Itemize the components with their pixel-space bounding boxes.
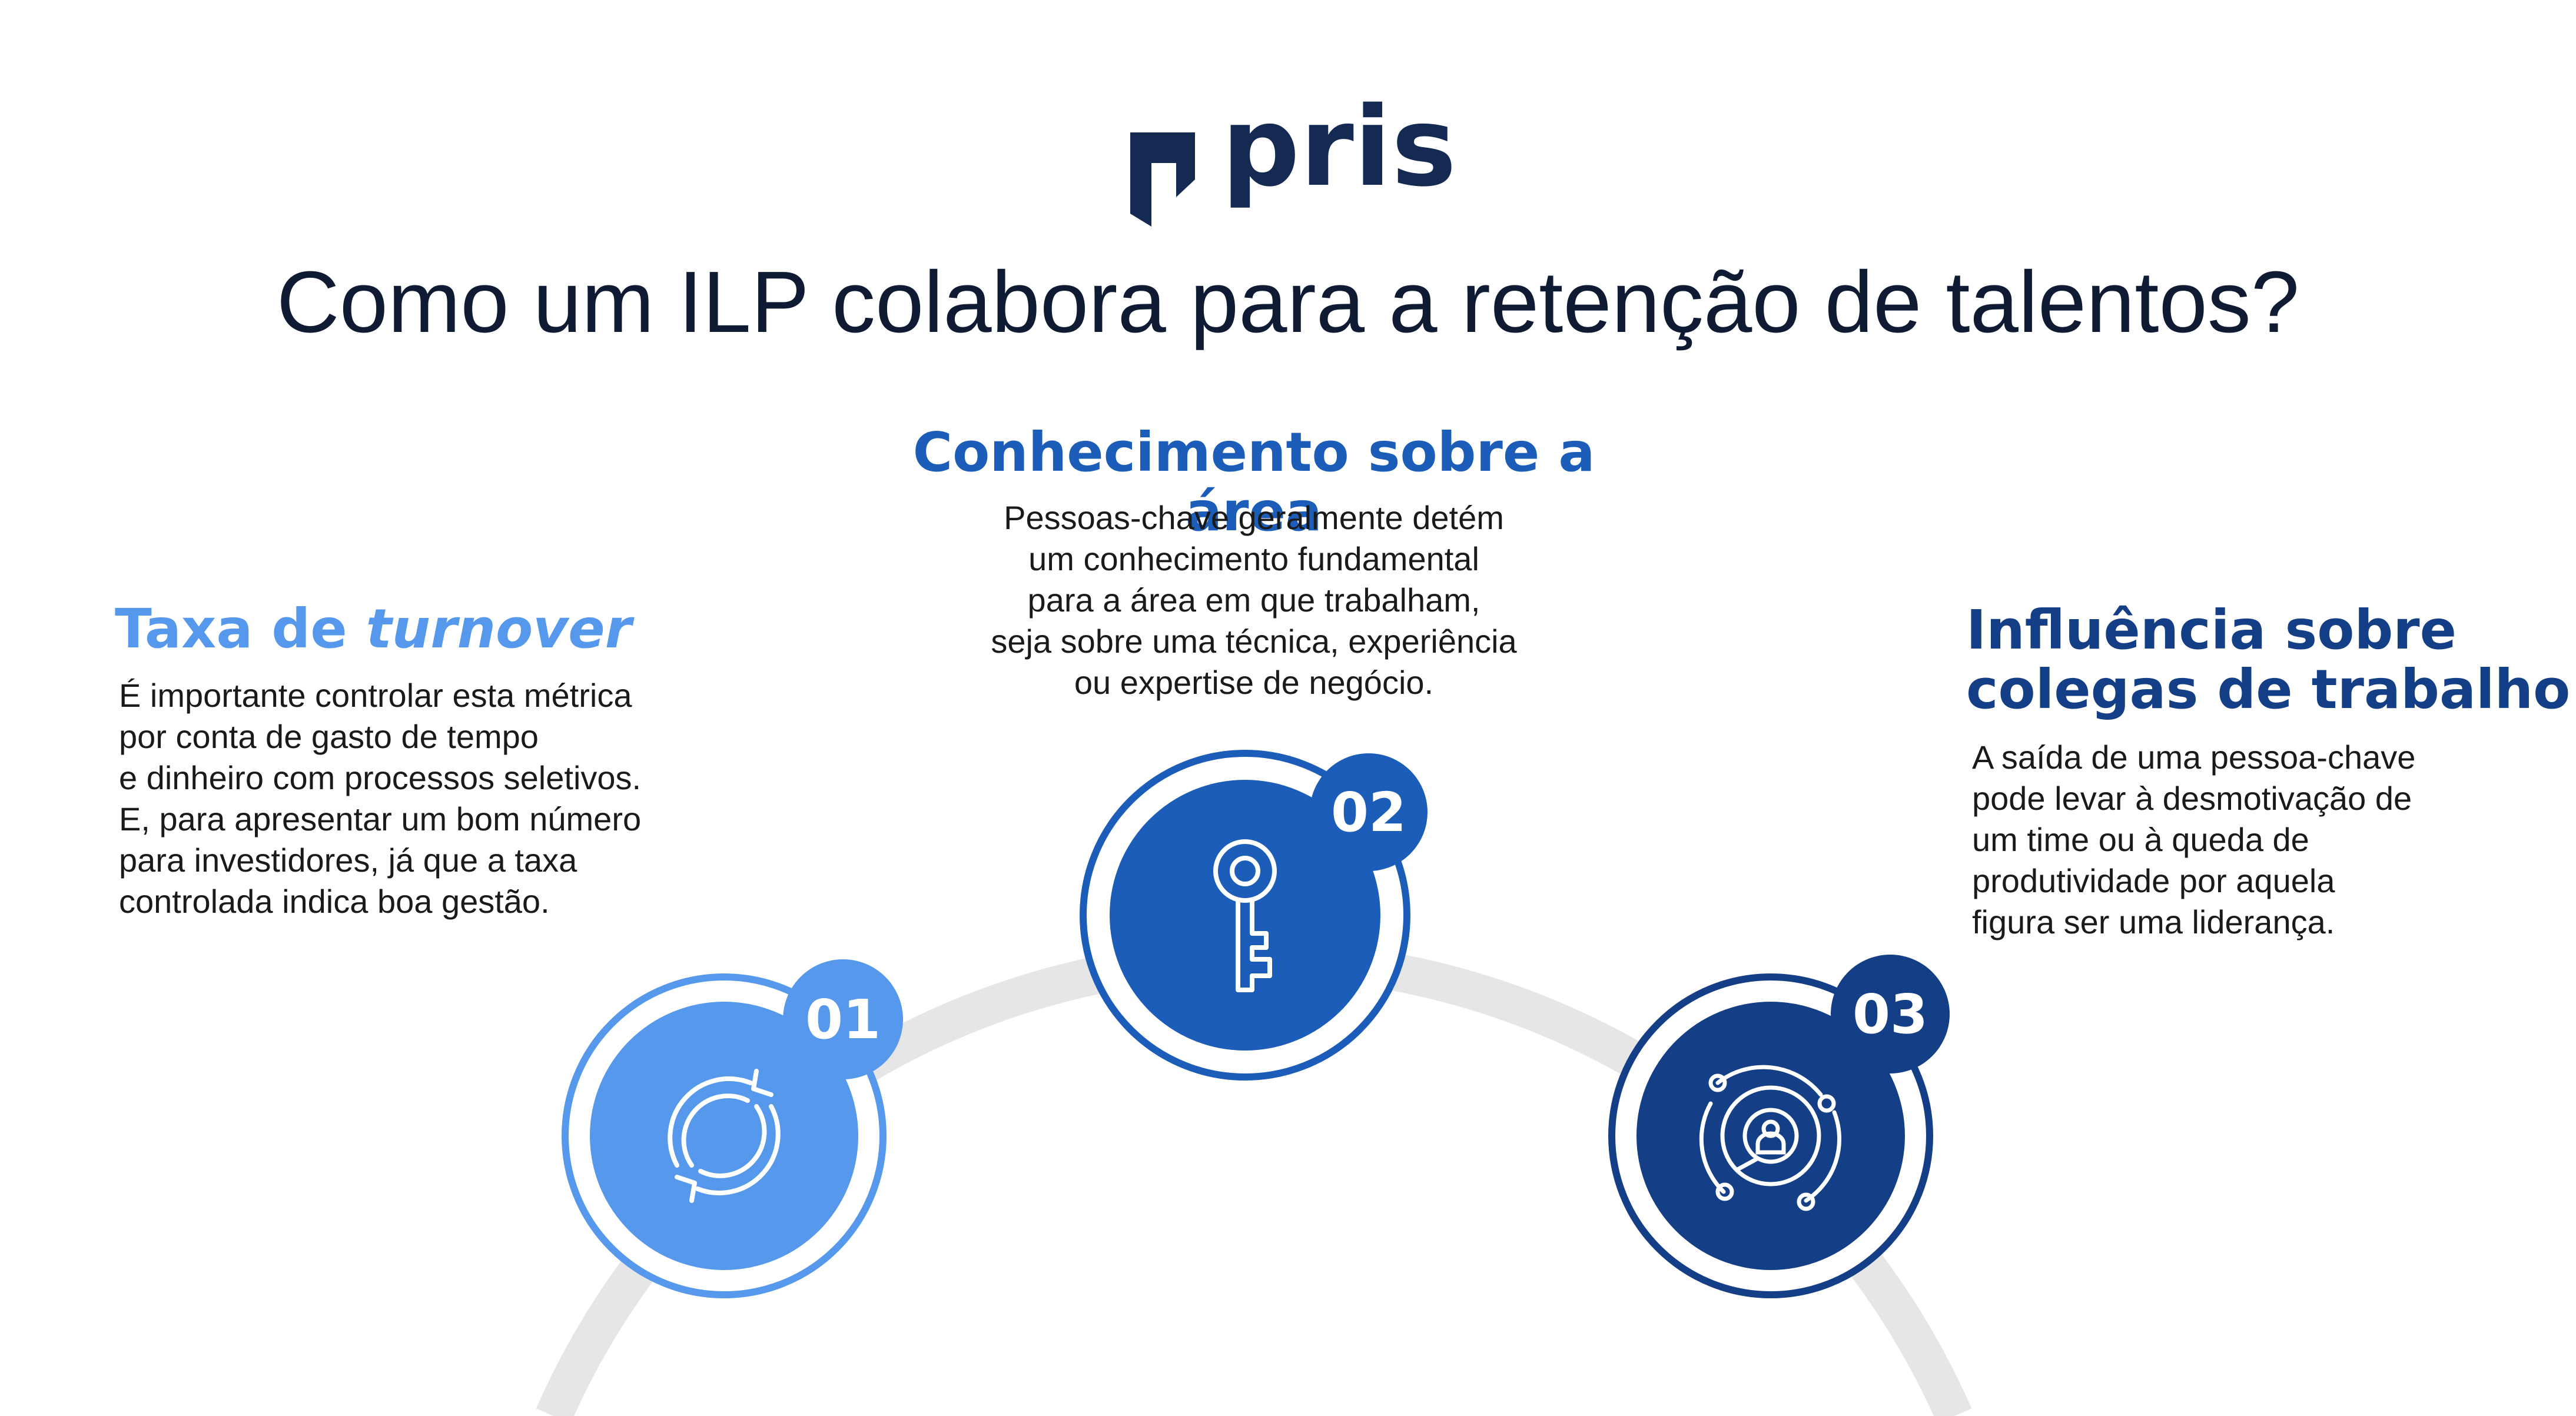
item-02-title: Conhecimento sobre a área — [912, 421, 1595, 544]
item-02-line: seja sobre uma técnica, experiência — [991, 623, 1517, 660]
item-02-description: Pessoas-chave geralmente detém um conhec… — [901, 497, 1607, 703]
item-01-line: controlada indica boa gestão. — [119, 883, 550, 920]
item-03-description: A saída de uma pessoa-chave pode levar à… — [1972, 737, 2415, 943]
brand-name: pris — [1221, 83, 1457, 211]
node-02: 02 — [1077, 747, 1428, 1083]
person-network-icon — [1699, 1065, 1842, 1211]
item-02-line: um conhecimento fundamental — [1028, 540, 1479, 577]
item-01-title: Taxa de turnover — [115, 597, 632, 660]
item-03-line: um time ou à queda de — [1972, 821, 2309, 858]
item-01-description: É importante controlar esta métrica por … — [119, 675, 641, 922]
item-01-line: É importante controlar esta métrica — [119, 677, 632, 714]
item-01-title-italic: turnover — [366, 597, 632, 660]
node-01: 01 — [559, 959, 903, 1301]
item-03-line: A saída de uma pessoa-chave — [1972, 739, 2416, 776]
item-03-line: figura ser uma liderança. — [1972, 903, 2335, 940]
item-01-line: para investidores, já que a taxa — [119, 842, 577, 879]
badge-01: 01 — [783, 959, 903, 1079]
badge-03: 03 — [1831, 955, 1950, 1073]
logo-mark-icon — [1130, 132, 1195, 227]
item-01-line: E, para apresentar um bom número — [119, 800, 642, 837]
item-02-line: para a área em que trabalham, — [1027, 581, 1480, 619]
item-03-line: produtividade por aquela — [1972, 862, 2335, 899]
item-02-line: ou expertise de negócio. — [1074, 664, 1434, 701]
item-03-line: pode levar à desmotivação de — [1972, 780, 2412, 817]
badge-02: 02 — [1310, 753, 1428, 871]
pris-logo: pris — [1118, 92, 1456, 227]
page-title: Como um ILP colabora para a retenção de … — [276, 254, 2300, 351]
item-01-line: e dinheiro com processos seletivos. — [119, 759, 642, 796]
item-01-line: por conta de gasto de tempo — [119, 718, 539, 755]
refresh-icon — [668, 1069, 781, 1203]
key-icon — [1213, 839, 1277, 992]
node-03: 03 — [1606, 955, 1950, 1301]
item-03-title: Influência sobre colegas de trabalho — [1966, 599, 2571, 722]
item-02-line: Pessoas-chave geralmente detém — [1004, 499, 1504, 536]
